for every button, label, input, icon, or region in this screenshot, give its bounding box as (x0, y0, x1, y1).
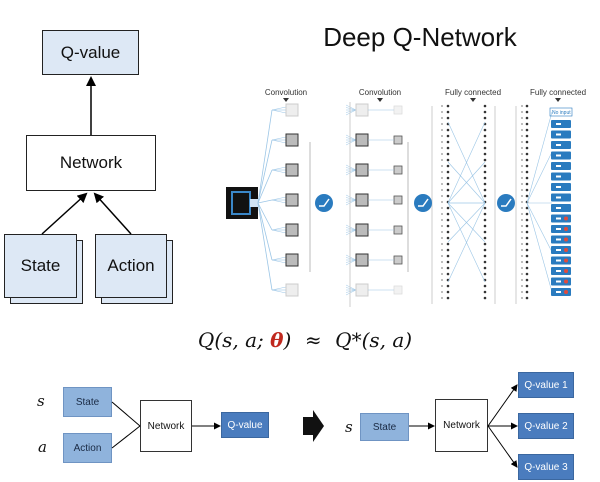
formula-close: ) (283, 328, 292, 352)
no-input-label: No input (552, 110, 571, 116)
qvalue-1-label: Q-value 1 (524, 379, 568, 391)
bottom-action-label: Action (73, 442, 102, 454)
bottom-right-network-box: Network (435, 399, 488, 452)
conv-layer-2 (345, 102, 409, 307)
input-game-frame (226, 187, 258, 219)
action-to-network-arrow (93, 192, 132, 235)
bottom-right-state-box: State (360, 413, 409, 441)
relu-circle-3 (497, 194, 515, 212)
formula-q: Q (197, 328, 215, 352)
bottom-qvalue-label: Q-value (227, 419, 263, 431)
action-box: Action (95, 234, 167, 298)
formula-rhs: Q*(s, a) (335, 328, 413, 352)
s-symbol-left: s (37, 392, 45, 410)
s-symbol-right: s (345, 418, 353, 436)
bottom-state-label: State (75, 396, 100, 408)
formula-approx: ≈ (304, 328, 322, 352)
a-symbol-left: a (38, 438, 47, 456)
qvalue-3-label: Q-value 3 (524, 461, 568, 473)
output-actions: No input (549, 107, 573, 296)
q-formula: Q(s, a; θ) ≈ Q*(s, a) (175, 328, 435, 353)
network-label: Network (59, 153, 123, 172)
formula-args: (s, a; (214, 328, 271, 352)
qvalue-3-box: Q-value 3 (518, 454, 574, 480)
qvalue-box: Q-value (42, 30, 139, 75)
layer-label-3: Fully connected (445, 88, 501, 97)
state-to-network-arrow (41, 192, 88, 235)
formula-theta: θ (270, 328, 284, 352)
network-to-q3-line (487, 425, 518, 468)
transition-arrow-icon (303, 410, 324, 442)
bottom-right-state-label: State (372, 421, 397, 433)
state-label: State (20, 256, 61, 275)
qvalue-2-box: Q-value 2 (518, 413, 574, 439)
relu-circle-1 (315, 194, 333, 212)
layer-label-4: Fully connected (530, 88, 586, 97)
layer-label-2: Convolution (359, 88, 401, 97)
network-to-q1-line (487, 384, 518, 427)
bottom-network-label: Network (147, 420, 185, 432)
bottom-network-box: Network (140, 400, 192, 452)
bottom-action-box: Action (63, 433, 112, 463)
dqn-architecture-figure: Convolution Convolution Fully connected … (226, 88, 586, 307)
bottom-right-network-label: Network (443, 420, 480, 431)
state-box: State (4, 234, 77, 298)
action-to-network-line (111, 425, 141, 449)
fc-layer-1 (431, 104, 496, 304)
qvalue-label: Q-value (60, 42, 121, 62)
relu-circle-2 (414, 194, 432, 212)
relu-circles (315, 194, 515, 212)
fc-layer-2 (515, 104, 553, 304)
qvalue-1-box: Q-value 1 (518, 372, 574, 398)
qvalue-2-label: Q-value 2 (524, 420, 568, 432)
bottom-qvalue-box: Q-value (221, 412, 269, 438)
layer-label-1: Convolution (265, 88, 307, 97)
bottom-state-box: State (63, 387, 112, 417)
page-title: Deep Q-Network (323, 22, 517, 52)
conv-layer-1 (257, 103, 311, 297)
network-box: Network (26, 135, 156, 191)
action-label: Action (107, 256, 155, 275)
state-to-network-line (111, 401, 141, 427)
